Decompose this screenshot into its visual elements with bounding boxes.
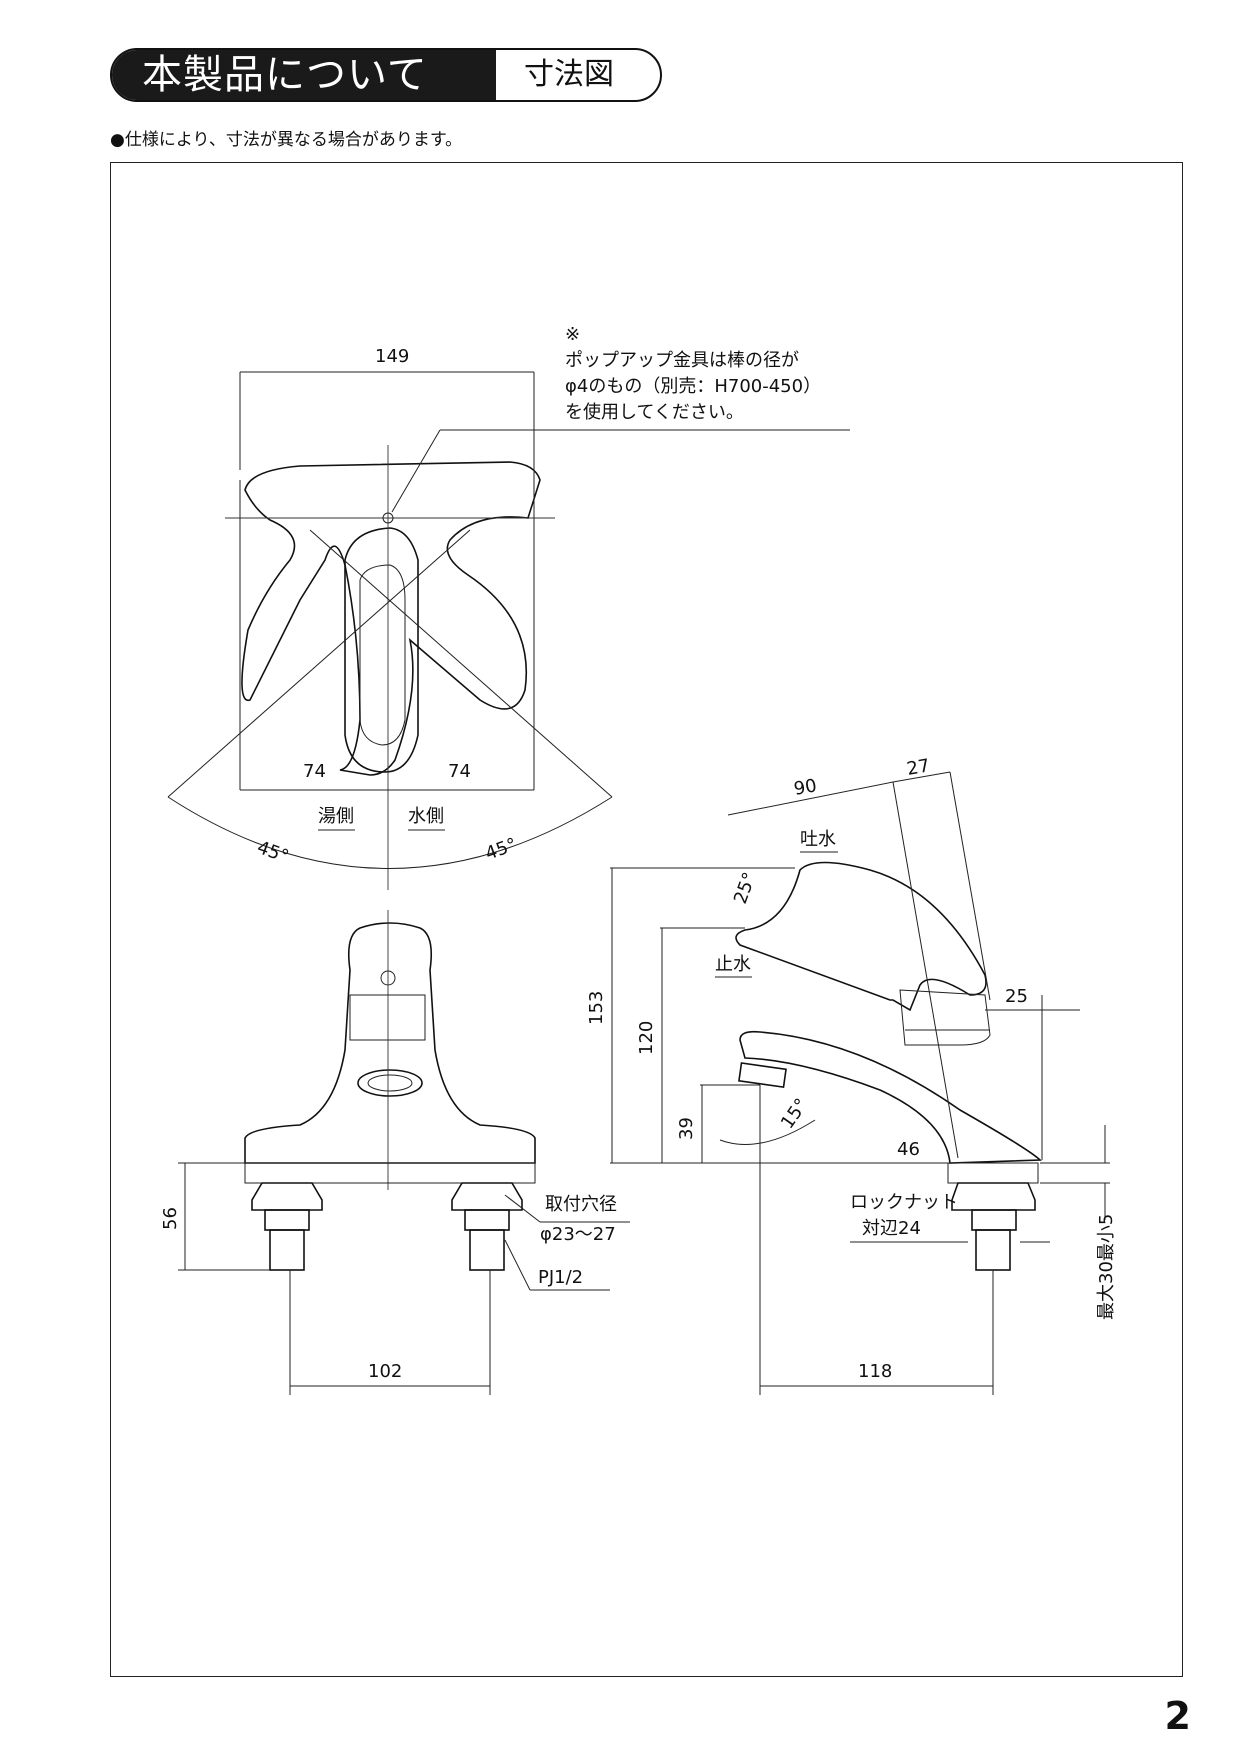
side-view-spout	[739, 1030, 1042, 1164]
mount-hole-size: φ23～27	[540, 1224, 616, 1245]
locknut-label: ロックナット	[850, 1192, 958, 1213]
front-view: 56 102 取付穴径 φ23～27 PJ1/2	[160, 910, 630, 1395]
dim-25: 25	[1005, 986, 1028, 1007]
front-view-body	[244, 922, 536, 1164]
annotation-line3: を使用してください。	[565, 402, 744, 423]
dim-46: 46	[897, 1139, 920, 1160]
spec-note: ●仕様により、寸法が異なる場合があります。	[110, 130, 463, 150]
dim-118: 118	[858, 1361, 892, 1382]
angle-25: 25°	[730, 870, 761, 907]
section-header: 本製品について 寸法図	[110, 48, 662, 102]
section-title: 本製品について	[112, 50, 496, 100]
dim-39: 39	[676, 1117, 697, 1140]
annotation-mark: ※	[565, 324, 580, 345]
dim-90: 90	[792, 775, 818, 800]
angle-45-left: 45°	[254, 837, 291, 868]
hot-side-label: 湯側	[318, 806, 354, 827]
annotation-line1: ポップアップ金具は棒の径が	[565, 350, 799, 371]
mount-hole-label: 取付穴径	[545, 1194, 617, 1215]
locknut-size: 対辺24	[862, 1218, 921, 1239]
side-view: 153 120 39 90 27 吐水 止水 25° 25 15° 46 118…	[586, 755, 1117, 1395]
page-number: 2	[1164, 1694, 1191, 1738]
dim-56: 56	[160, 1207, 181, 1230]
stop-label: 止水	[715, 954, 751, 975]
dim-27: 27	[905, 755, 931, 780]
dim-74-left: 74	[303, 761, 326, 782]
dim-102: 102	[368, 1361, 402, 1382]
dim-74-right: 74	[448, 761, 471, 782]
top-view-body	[241, 461, 541, 776]
drawing-frame	[110, 162, 1183, 1677]
dim-149: 149	[375, 346, 409, 367]
dim-120: 120	[636, 1021, 657, 1055]
annotation-line2: φ4のもの（別売：H700-450）	[565, 376, 821, 397]
angle-15: 15°	[777, 1095, 813, 1133]
top-view: 149 74 74 湯側 水側 45° 45° ※ ポップアップ金具は棒の径が …	[167, 324, 850, 890]
pj-label: PJ1/2	[538, 1267, 583, 1288]
section-subtitle: 寸法図	[524, 57, 614, 92]
thickness-label: 最大30最小5	[1096, 1214, 1117, 1320]
dim-153: 153	[586, 991, 607, 1025]
cold-side-label: 水側	[408, 806, 444, 827]
spout-label: 吐水	[800, 829, 836, 850]
angle-45-right: 45°	[483, 834, 520, 865]
